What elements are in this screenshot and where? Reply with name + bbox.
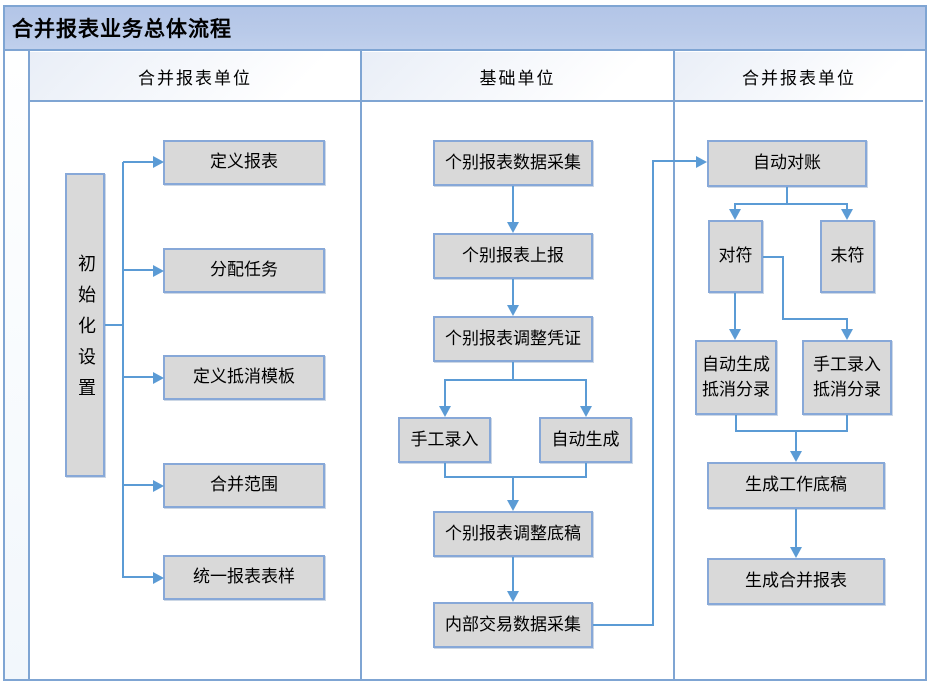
arrowhead-down-icon: [507, 500, 519, 511]
flow-node-auto-elim-entry: 自动生成抵消分录: [695, 340, 777, 415]
flow-node-individual-adjust-voucher: 个别报表调整凭证: [433, 316, 593, 362]
connector-line: [735, 430, 848, 432]
arrowhead-right-icon: [696, 156, 707, 168]
connector-line: [123, 484, 153, 486]
arrowhead-right-icon: [153, 572, 164, 584]
flow-node-auto-reconcile: 自动对账: [707, 140, 867, 187]
connector-line: [512, 186, 514, 223]
connector-line: [512, 476, 514, 501]
connector-line: [795, 509, 797, 548]
connector-line: [786, 187, 788, 205]
arrowhead-down-icon: [790, 547, 802, 558]
arrowhead-down-icon: [507, 591, 519, 602]
arrowhead-down-icon: [790, 451, 802, 462]
connector-line: [846, 203, 848, 210]
connector-line: [585, 463, 587, 478]
arrowhead-down-icon: [439, 406, 451, 417]
connector-line: [444, 463, 446, 478]
flow-node-generate-work-paper: 生成工作底稿: [707, 462, 885, 509]
diagram-title-bar: 合并报表业务总体流程: [5, 7, 925, 51]
flow-node-matched: 对符: [708, 220, 763, 293]
flow-node-individual-submit: 个别报表上报: [433, 233, 593, 279]
connector-line: [512, 279, 514, 306]
connector-line: [105, 324, 123, 326]
connector-line: [123, 269, 153, 271]
strip-divider-line: [28, 51, 30, 679]
flow-node-individual-adjust-draft: 个别报表调整底稿: [433, 511, 593, 557]
connector-line: [444, 476, 587, 478]
flow-node-manual-elim-entry: 手工录入抵消分录: [802, 340, 892, 415]
flow-node-individual-data-collect: 个别报表数据采集: [433, 140, 593, 186]
connector-line: [795, 430, 797, 452]
arrowhead-down-icon: [507, 305, 519, 316]
flow-node-assign-task: 分配任务: [163, 248, 325, 293]
lane-header-left-label: 合并报表单位: [138, 68, 252, 89]
arrowhead-right-icon: [153, 156, 164, 168]
flow-node-init: 初始化设置: [65, 173, 105, 477]
arrowhead-down-icon: [729, 329, 741, 340]
lane-divider-line-1: [360, 51, 362, 679]
connector-line: [734, 203, 736, 210]
arrowhead-right-icon: [153, 265, 164, 277]
flow-node-generate-merged-report: 生成合并报表: [707, 558, 885, 605]
lane-header-right: 合并报表单位: [675, 52, 923, 100]
flow-node-unmatched: 未符: [820, 220, 875, 293]
lane-header-left: 合并报表单位: [30, 52, 360, 100]
flow-node-define-elim-template: 定义抵消模板: [163, 355, 325, 400]
arrowhead-down-icon: [841, 209, 853, 220]
connector-line: [593, 624, 653, 626]
arrowhead-right-icon: [153, 372, 164, 384]
connector-line: [734, 293, 736, 330]
lane-header-middle: 基础单位: [362, 52, 673, 100]
connector-line: [512, 362, 514, 381]
connector-line: [122, 162, 124, 578]
arrowhead-down-icon: [841, 329, 853, 340]
connector-line: [763, 256, 783, 258]
connector-line: [123, 376, 153, 378]
header-bottom-line: [29, 100, 923, 102]
lane-header-right-label: 合并报表单位: [742, 68, 856, 89]
flow-node-auto-generate: 自动生成: [539, 417, 632, 463]
flow-node-unified-report-style: 统一报表表样: [163, 555, 325, 600]
connector-line: [444, 380, 446, 407]
connector-line: [846, 318, 848, 330]
connector-line: [652, 162, 654, 626]
lane-divider-line-2: [673, 51, 675, 679]
connector-line: [123, 161, 153, 163]
connector-line: [782, 318, 847, 320]
arrowhead-down-icon: [580, 406, 592, 417]
connector-line: [652, 160, 696, 162]
connector-line: [782, 256, 784, 320]
connector-line: [123, 576, 153, 578]
flow-node-manual-entry: 手工录入: [398, 417, 491, 463]
arrowhead-down-icon: [507, 222, 519, 233]
flow-node-merge-scope: 合并范围: [163, 463, 325, 508]
flow-node-define-report: 定义报表: [163, 140, 325, 185]
diagram-title: 合并报表业务总体流程: [12, 17, 232, 41]
arrowhead-down-icon: [729, 209, 741, 220]
arrowhead-right-icon: [153, 480, 164, 492]
left-margin-strip: [5, 51, 28, 679]
connector-line: [585, 380, 587, 407]
connector-line: [444, 379, 587, 381]
connector-line: [735, 415, 737, 432]
flow-node-internal-trade-collect: 内部交易数据采集: [433, 602, 593, 648]
connector-line: [846, 415, 848, 432]
lane-header-middle-label: 基础单位: [479, 68, 556, 89]
connector-line: [734, 203, 848, 205]
connector-line: [512, 557, 514, 592]
